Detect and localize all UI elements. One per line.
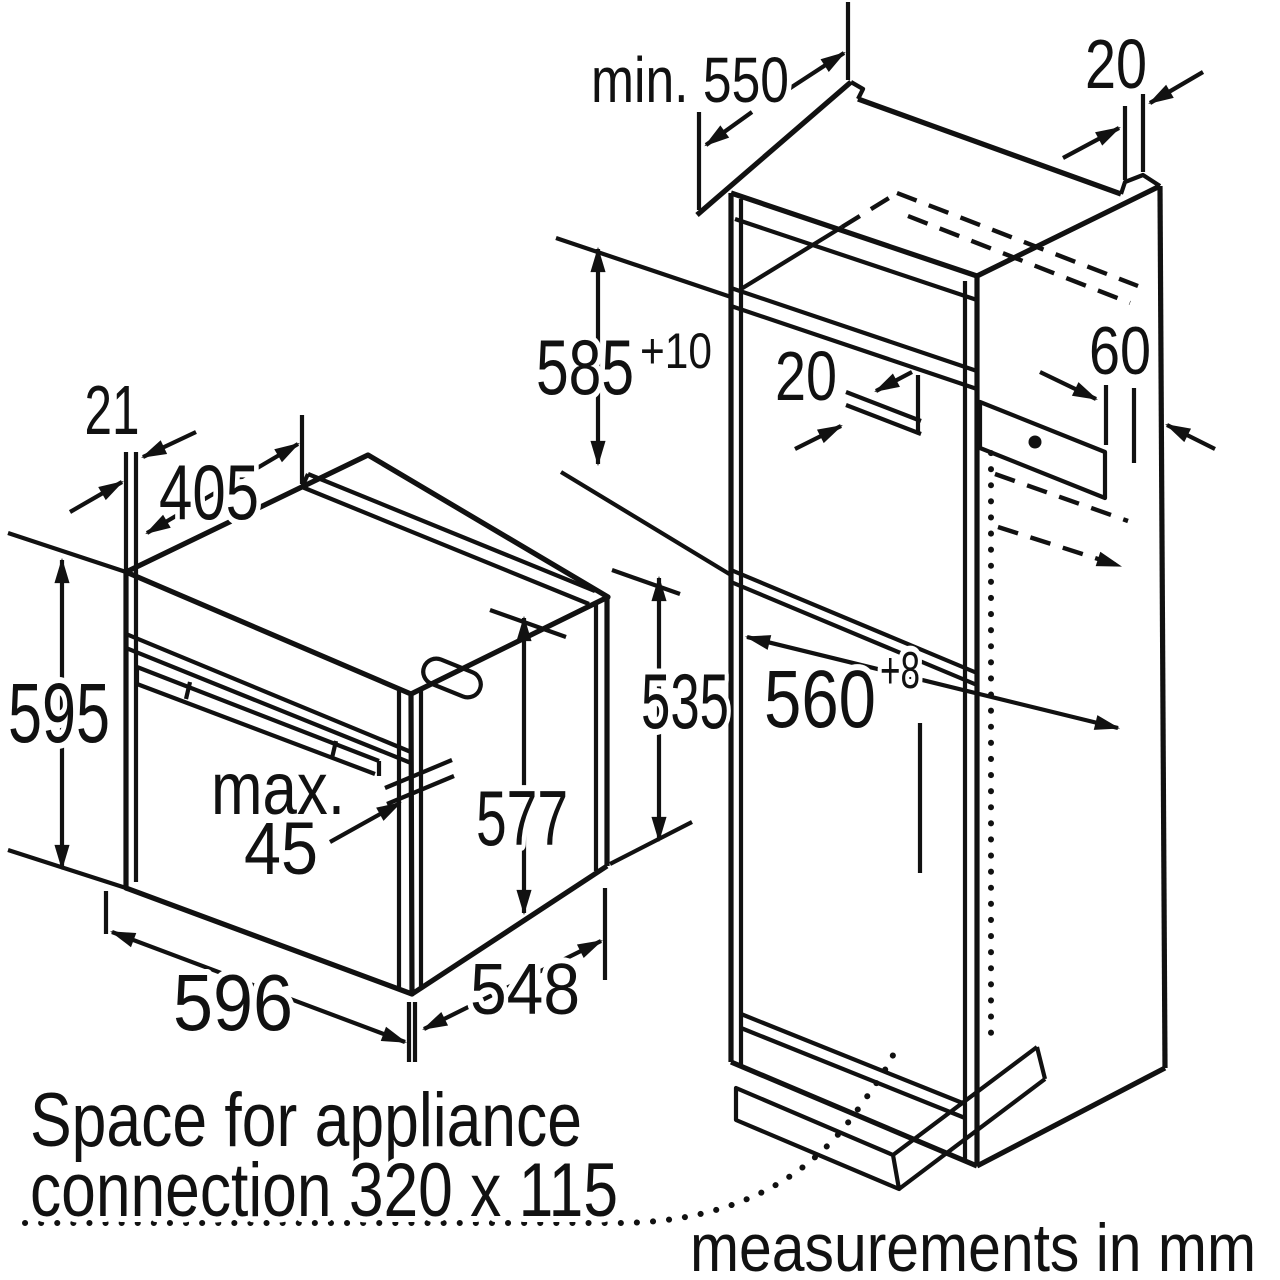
dim-cabinet-min-depth: min. 550: [591, 44, 789, 116]
oven-handle: [134, 665, 382, 776]
dim-oven-top-depth: 405: [159, 448, 259, 536]
cabinet-dimensions: min. 550 20 585 +10 20 60 560 +8: [530, 2, 1216, 751]
diagram-notes: Space for appliance connection 320 x 115…: [22, 1041, 1262, 1280]
oven-drawing: [123, 452, 611, 997]
dim-oven-width: 596: [173, 958, 293, 1047]
dim-oven-height: 595: [8, 666, 110, 760]
dim-cabinet-niche-width-tol: +8: [880, 642, 920, 700]
dim-oven-front-overhang: 21: [85, 371, 140, 449]
vent-hatch-strip: [977, 399, 1108, 501]
dim-cabinet-niche-width: 560: [764, 654, 876, 745]
oven-dimensions: 21 405 595 max. 45 577 535 596 548: [2, 365, 735, 1062]
door-gap-mark: [386, 774, 455, 806]
dim-cabinet-niche-height-tol: +10: [640, 323, 712, 379]
side-grip-recess: [421, 656, 483, 700]
dim-cabinet-back-gap: 20: [1085, 25, 1147, 103]
cabinet-drawing: [695, 80, 1168, 1192]
door-gap-mark: [384, 758, 453, 790]
dim-cabinet-niche-height: 585: [536, 323, 634, 411]
dim-oven-clearance-value: 45: [244, 807, 318, 890]
dim-cabinet-shelf-gap: 20: [775, 337, 837, 415]
cabinet-plinth: [733, 1045, 1048, 1192]
oven-top-rim: [300, 472, 596, 606]
side-wall-pointer: [1165, 423, 1216, 451]
dim-oven-body-height: 577: [476, 774, 568, 862]
connection-note-line2: connection 320 x 115: [30, 1148, 618, 1233]
dim-oven-clearance-label: max.: [211, 747, 345, 830]
shelf-gap-mark: [845, 390, 922, 423]
hidden-edges: [840, 190, 1139, 569]
shelf-gap-mark: [845, 403, 922, 436]
units-note: measurements in mm: [690, 1210, 1256, 1280]
connection-note-line1: Space for appliance: [30, 1078, 582, 1163]
dim-cabinet-vent-width: 60: [1089, 313, 1151, 389]
dim-oven-rear-height: 535: [641, 657, 729, 745]
connection-callout-line: [22, 1041, 900, 1226]
dim-oven-depth: 548: [470, 950, 580, 1030]
vent-dot: [1028, 435, 1042, 449]
